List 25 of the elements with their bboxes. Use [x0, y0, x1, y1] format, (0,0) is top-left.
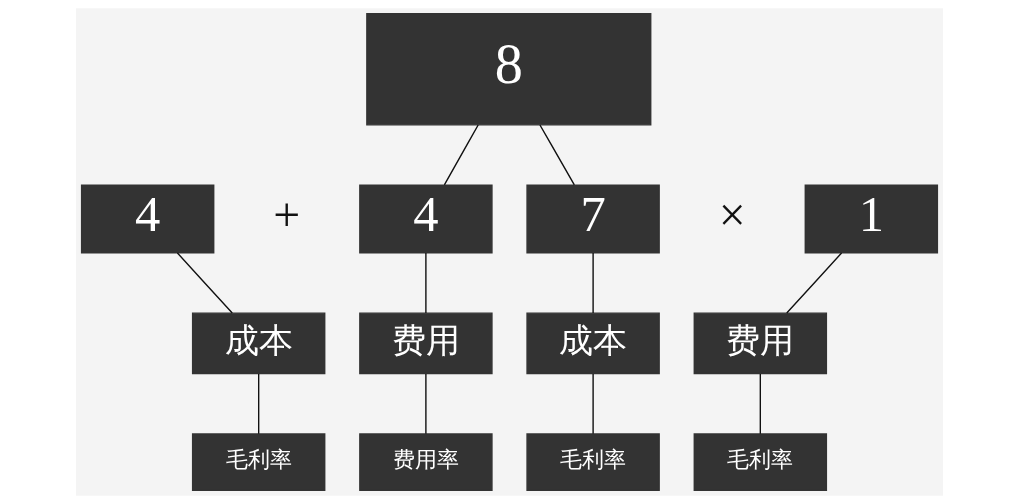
node-box: 毛利率	[693, 433, 827, 491]
node-box: 费用	[358, 312, 493, 375]
node-box: 成本	[525, 312, 660, 375]
connector	[538, 124, 575, 186]
connector	[176, 252, 233, 314]
node-box: 毛利率	[191, 433, 325, 491]
connector	[591, 252, 594, 314]
connector	[785, 252, 842, 314]
node-box: 4	[80, 184, 214, 254]
node-box: 1	[804, 184, 938, 254]
node-box: 7	[525, 184, 660, 254]
connector	[443, 124, 479, 186]
connector	[257, 373, 259, 435]
node-box: 费用率	[358, 433, 493, 491]
node-box: 8	[365, 13, 651, 126]
node-box: 毛利率	[525, 433, 660, 491]
connector	[591, 373, 594, 435]
connector	[424, 252, 427, 314]
connector	[759, 373, 761, 435]
connector	[424, 373, 427, 435]
label: +	[272, 188, 300, 242]
node-box: 费用	[693, 312, 827, 375]
label: ×	[718, 188, 746, 242]
node-box: 4	[358, 184, 493, 254]
node-box: 成本	[191, 312, 325, 375]
